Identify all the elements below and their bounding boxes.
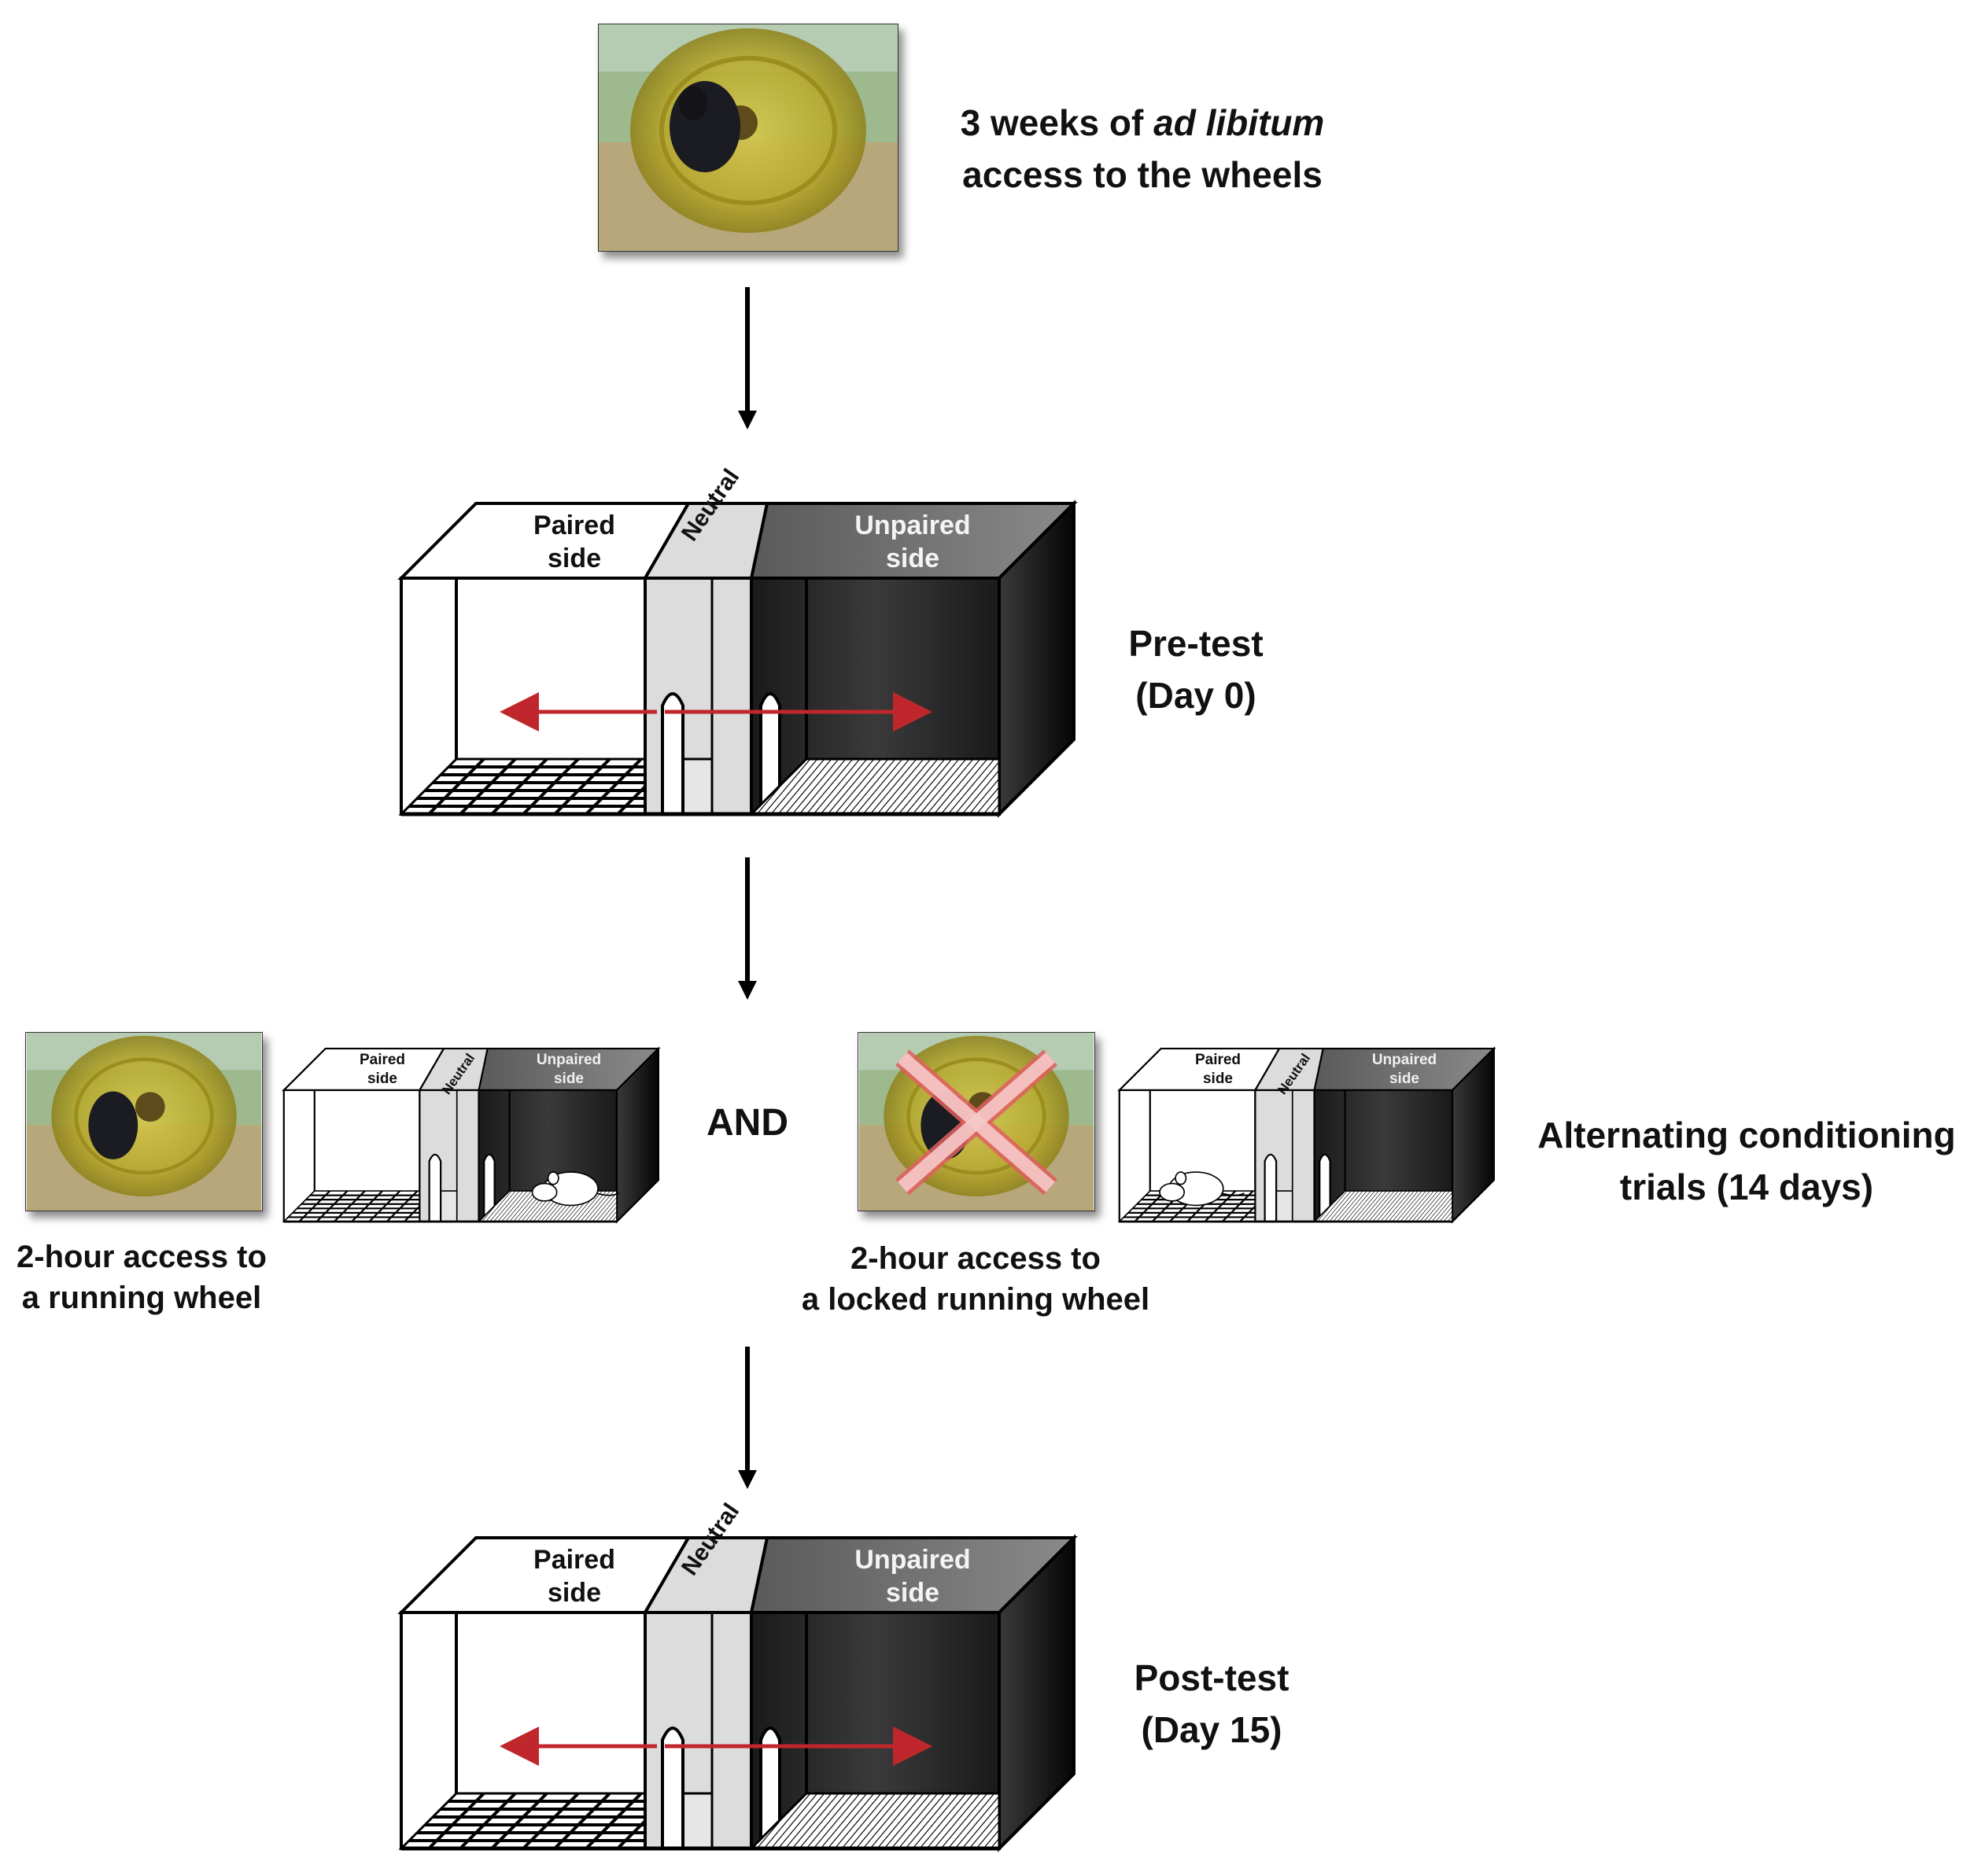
running-caption: 2-hour access to a running wheel xyxy=(17,1240,267,1315)
unpaired-side-label-small: Unpaired side xyxy=(536,1052,602,1087)
cross-icon xyxy=(895,1049,1057,1196)
and-label: AND xyxy=(707,1102,788,1144)
step1-line1-prefix: 3 weeks of xyxy=(960,102,1154,143)
mouse-icon-paired xyxy=(1159,1171,1245,1207)
mouse-icon-unpaired xyxy=(531,1171,620,1207)
unpaired-side-label-small-2: Unpaired side xyxy=(1371,1052,1437,1087)
wheel-photo-running xyxy=(25,1032,263,1211)
unpaired-side-label-post: Unpaired side xyxy=(854,1545,971,1608)
paired-side-label-small: Paired side xyxy=(359,1052,406,1087)
step1-line1-italic: ad libitum xyxy=(1153,102,1325,143)
flow-arrow-1 xyxy=(738,287,757,429)
locked-caption: 2-hour access to a locked running wheel xyxy=(801,1241,1150,1317)
pretest-label: Pre-test (Day 0) xyxy=(1128,623,1264,716)
step1-line2: access to the wheels xyxy=(962,154,1323,195)
flow-arrow-2 xyxy=(738,857,757,1000)
posttest-label: Post-test (Day 15) xyxy=(1134,1657,1290,1750)
unpaired-side-label: Unpaired side xyxy=(854,510,971,573)
chamber-locked: Paired side Neutral Unpaired side xyxy=(1117,1046,1503,1235)
wheel-photo-top xyxy=(598,24,898,252)
posttest-chamber: Paired side Neutral Unpaired side xyxy=(397,1498,1090,1872)
paired-side-label: Paired side xyxy=(533,510,615,573)
wheel-photo-locked xyxy=(858,1032,1095,1211)
flow-arrow-3 xyxy=(738,1347,757,1489)
chamber-running: Paired side Neutral Unpaired side xyxy=(282,1046,667,1235)
running-wheel-image xyxy=(599,24,898,251)
step1-label: 3 weeks of ad libitum access to the whee… xyxy=(938,97,1347,201)
paired-side-label-post: Paired side xyxy=(533,1545,615,1608)
conditioning-title: Alternating conditioning trials (14 days… xyxy=(1537,1115,1956,1207)
pretest-chamber: Paired side Neutral Unpaired side xyxy=(397,464,1090,838)
paired-side-label-small-2: Paired side xyxy=(1194,1052,1242,1087)
